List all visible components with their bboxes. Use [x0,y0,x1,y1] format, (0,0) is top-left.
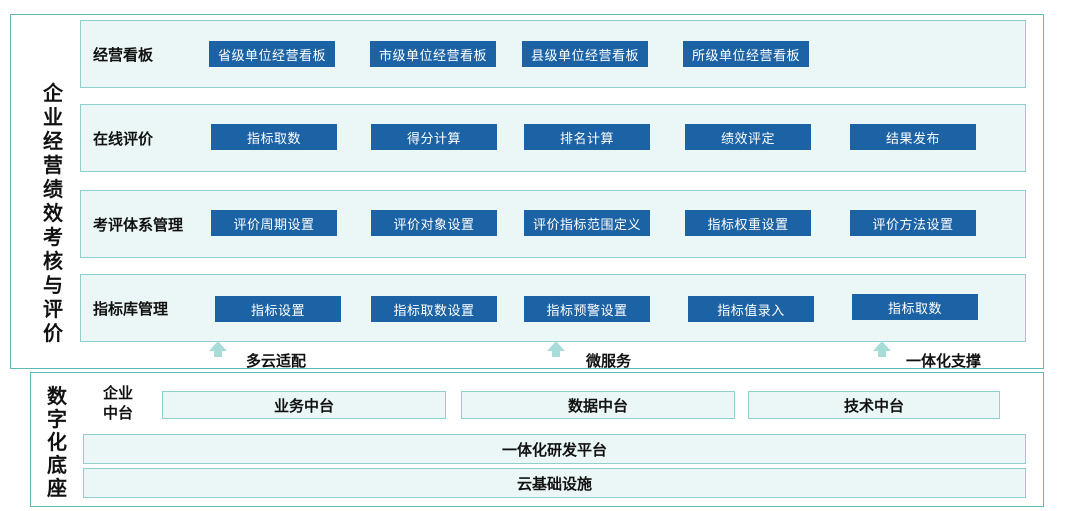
connector-label: 一体化支撑 [906,352,982,370]
module-button[interactable]: 省级单位经营看板 [209,41,335,67]
connector-label: 微服务 [586,352,632,370]
module-button[interactable]: 指标权重设置 [685,210,811,236]
business-zhongtai[interactable]: 业务中台 [162,391,446,419]
module-button[interactable]: 指标值录入 [688,296,814,322]
up-arrow-stem [878,351,886,357]
business-layer-frame [10,14,1044,369]
row-evaluation-system: 考评体系管理 评价周期设置 评价对象设置 评价指标范围定义 指标权重设置 评价方… [80,190,1026,258]
module-button[interactable]: 评价指标范围定义 [524,210,650,236]
integrated-dev-platform[interactable]: 一体化研发平台 [83,434,1026,464]
up-arrow-stem [214,351,222,357]
row-label: 经营看板 [93,45,154,64]
module-button[interactable]: 指标取数 [852,294,978,320]
module-button[interactable]: 所级单位经营看板 [683,41,809,67]
module-button[interactable]: 指标设置 [215,296,341,322]
module-button[interactable]: 绩效评定 [685,124,811,150]
row-online-evaluation: 在线评价 指标取数 得分计算 排名计算 绩效评定 结果发布 [80,104,1026,172]
module-button[interactable]: 评价周期设置 [211,210,337,236]
up-arrow-icon [209,341,227,351]
digital-base-frame [30,372,1044,507]
digital-base-title: 数字化底座 [47,384,67,500]
module-button[interactable]: 指标取数设置 [371,296,497,322]
row-indicator-library: 指标库管理 指标设置 指标取数设置 指标预警设置 指标值录入 指标取数 [80,274,1026,342]
business-layer-title: 企业经营绩效考核与评价 [43,81,63,345]
module-button[interactable]: 评价方法设置 [850,210,976,236]
data-zhongtai[interactable]: 数据中台 [461,391,735,419]
up-arrow-stem [552,351,560,357]
module-button[interactable]: 市级单位经营看板 [370,41,496,67]
cloud-infrastructure[interactable]: 云基础设施 [83,468,1026,498]
up-arrow-icon [547,341,565,351]
module-button[interactable]: 指标取数 [211,124,337,150]
enterprise-zhongtai-label: 企业中台 [102,384,133,422]
module-button[interactable]: 结果发布 [850,124,976,150]
up-arrow-icon [873,341,891,351]
row-label: 考评体系管理 [93,215,184,234]
row-dashboard: 经营看板 省级单位经营看板 市级单位经营看板 县级单位经营看板 所级单位经营看板 [80,20,1026,88]
row-label: 在线评价 [93,129,154,148]
module-button[interactable]: 指标预警设置 [524,296,650,322]
module-button[interactable]: 排名计算 [524,124,650,150]
module-button[interactable]: 评价对象设置 [371,210,497,236]
tech-zhongtai[interactable]: 技术中台 [748,391,1000,419]
module-button[interactable]: 县级单位经营看板 [522,41,648,67]
module-button[interactable]: 得分计算 [371,124,497,150]
row-label: 指标库管理 [93,299,169,318]
connector-label: 多云适配 [246,352,307,370]
